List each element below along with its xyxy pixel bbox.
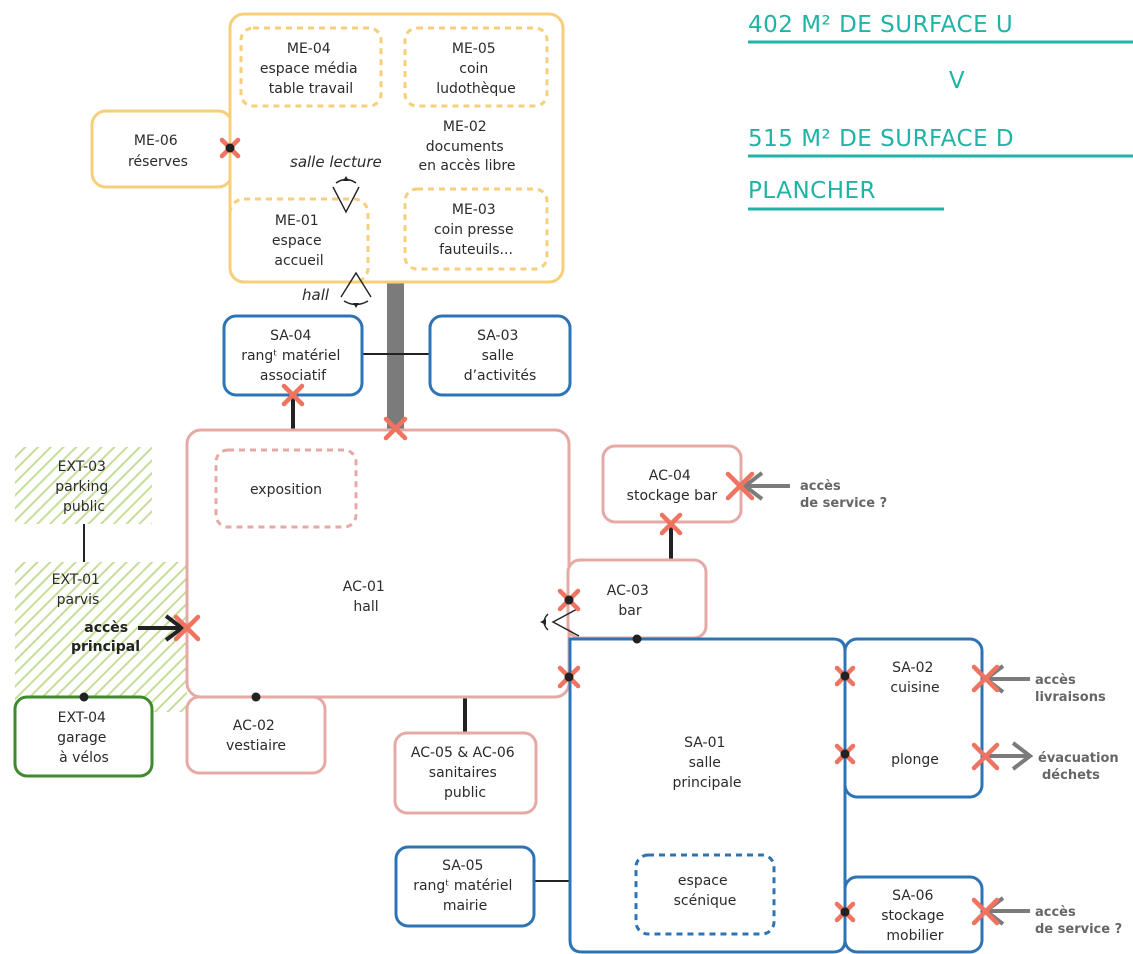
room-me01: ME-01 espace accueil <box>272 213 326 269</box>
room-me03: ME-03 coin presse fauteuils... <box>434 202 518 258</box>
room-ext01: EXT-01 parvis <box>52 572 105 608</box>
room-me05: ME-05 coin ludothèque <box>436 41 516 97</box>
room-ac03: AC-03 bar <box>607 583 653 619</box>
heading-line-2: V <box>949 68 965 94</box>
room-espace-scenique: espace scénique <box>674 873 737 909</box>
opening-cross-icon <box>383 416 408 441</box>
access-principal-label: accès principal <box>71 620 140 655</box>
opening-cross-icon <box>725 471 755 501</box>
opening-cross-icon <box>971 664 1000 693</box>
surface-heading: 402 M² DE SURFACE U V 515 M² DE SURFACE … <box>748 12 1133 211</box>
room-ext03: EXT-03 parking public <box>55 459 112 515</box>
hall-label: hall <box>302 286 330 304</box>
ext03-area <box>15 447 152 524</box>
evacuation-dechets-label: évacuation déchets <box>1038 751 1123 783</box>
opening-cross-icon <box>971 742 1000 771</box>
access-service-mobilier-label: accès de service ? <box>1035 905 1122 937</box>
heading-line-4: PLANCHER <box>748 178 876 204</box>
room-exposition: exposition <box>250 482 322 498</box>
room-me04: ME-04 espace média table travail <box>260 41 362 97</box>
room-sa06: SA-06 stockage mobilier <box>881 888 948 944</box>
salle-lecture-label: salle lecture <box>290 153 382 171</box>
room-ac01: AC-01 hall <box>343 579 389 615</box>
heading-line-3: 515 M² DE SURFACE D <box>748 126 1014 152</box>
room-ext04: EXT-04 garage à vélos <box>57 710 111 766</box>
room-labels: ME-04 espace média table travail ME-05 c… <box>52 41 948 944</box>
connection-dots <box>79 143 850 917</box>
opening-cross-icon <box>971 897 1000 926</box>
room-sa03: SA-03 salle d’activités <box>464 328 537 384</box>
room-sa02: SA-02 cuisine <box>890 660 939 696</box>
room-ac02: AC-02 vestiaire <box>226 718 286 754</box>
room-sa05: SA-05 rangᵗ matériel mairie <box>413 858 517 914</box>
connectors <box>83 281 673 882</box>
view-eye-icon <box>340 271 372 308</box>
heading-line-1: 402 M² DE SURFACE U <box>748 12 1013 38</box>
opening-cross-icon <box>173 614 201 642</box>
ext01-area <box>15 562 187 712</box>
access-service-bar-label: accès de service ? <box>800 479 887 511</box>
room-ac04: AC-04 stockage bar <box>627 468 718 504</box>
room-sa04: SA-04 rangᵗ matériel associatif <box>241 328 345 384</box>
room-me06: ME-06 réserves <box>128 133 188 170</box>
room-me02: ME-02 documents en accès libre <box>419 119 516 174</box>
opening-cross-icon <box>659 512 683 536</box>
access-livraisons-label: accès livraisons <box>1035 673 1106 705</box>
room-ac0506: AC-05 & AC-06 sanitaires public <box>411 745 519 801</box>
view-eye-icon <box>540 607 580 637</box>
view-eye-icon <box>332 176 360 214</box>
salle-zone <box>222 314 984 954</box>
mediatheque-zone <box>90 12 565 284</box>
opening-cross-icon <box>281 383 305 407</box>
room-sa01: SA-01 salle principale <box>673 735 742 791</box>
room-plonge: plonge <box>891 752 939 768</box>
accueil-zone <box>185 428 743 815</box>
